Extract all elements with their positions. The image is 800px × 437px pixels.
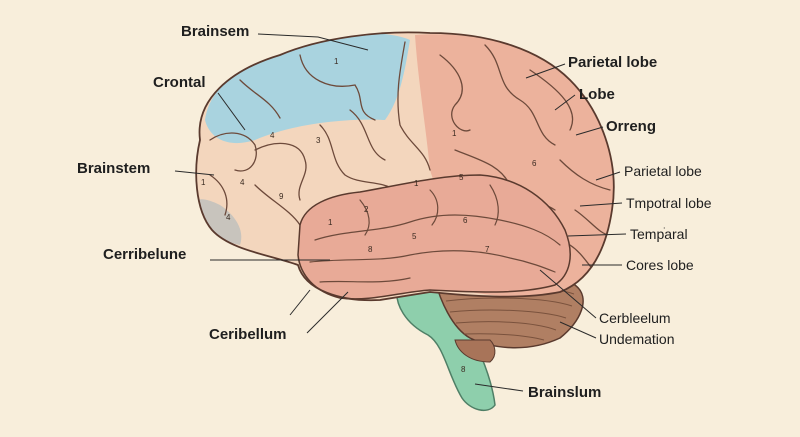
- leader-lines: [174, 33, 627, 392]
- label-ceribellum: Ceribellum: [209, 326, 287, 343]
- label-crontal: Crontal: [153, 74, 206, 91]
- cerebrum-shape: [195, 31, 615, 302]
- label-brainslum: Brainslum: [528, 384, 602, 401]
- region-number: 1: [452, 129, 457, 138]
- label-temparal: Tempׄaral: [630, 226, 688, 242]
- region-number: 4: [240, 178, 245, 187]
- grey-region: [198, 199, 242, 245]
- label-orreng: Orreng: [606, 118, 657, 135]
- label-undemation: Undemation: [599, 331, 675, 347]
- region-number: 8: [368, 245, 373, 254]
- label-parietal-lobe-2: Parietal lobe: [624, 163, 702, 179]
- region-number: 3: [316, 136, 321, 145]
- label-tmpotral-lobe: Tmpotral lobe: [626, 195, 712, 211]
- label-parietal-lobe: Parietal lobe: [568, 54, 658, 71]
- region-numbers: 1 4 3 1 4 9 4 1 5 6 2 1 6 5 8 7 1 8: [201, 57, 537, 374]
- region-number: 1: [334, 57, 339, 66]
- label-cerbleelum: Cerbleelum: [599, 310, 671, 326]
- region-number: 6: [532, 159, 537, 168]
- region-number: 7: [485, 245, 490, 254]
- region-number: 1: [414, 179, 419, 188]
- region-number: 8: [461, 365, 466, 374]
- label-cerribelune: Cerribelune: [103, 246, 187, 263]
- region-number: 1: [328, 218, 333, 227]
- region-number: 6: [463, 216, 468, 225]
- region-number: 1: [201, 178, 206, 187]
- label-lobe: Lobe: [579, 86, 615, 103]
- label-brainsem: Brainsem: [181, 23, 250, 40]
- label-cores-lobe: Cores lobe: [626, 257, 694, 273]
- region-number: 5: [412, 232, 417, 241]
- region-number: 9: [279, 192, 284, 201]
- label-brainstem: Brainstem: [77, 160, 151, 177]
- region-number: 2: [364, 205, 369, 214]
- region-number: 4: [226, 213, 231, 222]
- region-number: 4: [270, 131, 275, 140]
- region-number: 5: [459, 173, 464, 182]
